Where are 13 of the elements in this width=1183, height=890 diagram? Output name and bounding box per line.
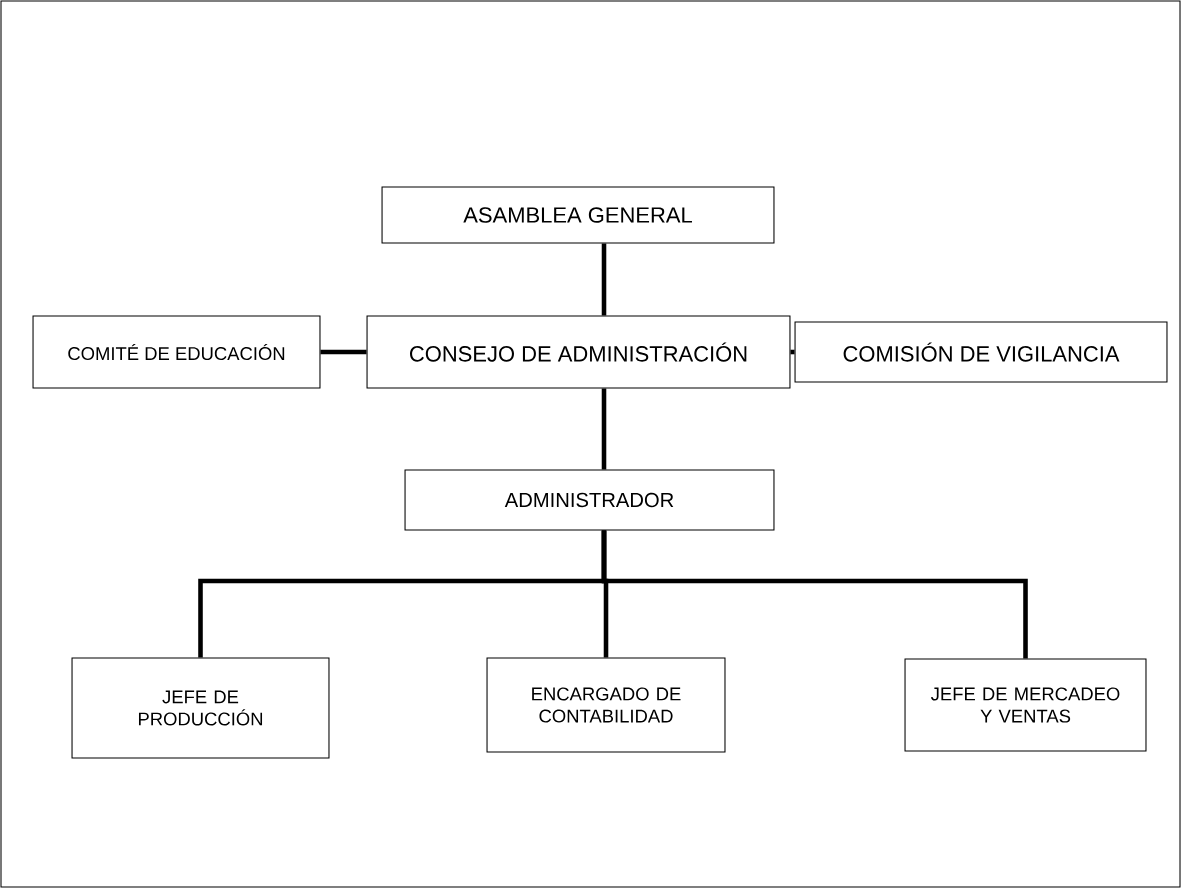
org-box: JEFE DE MERCADEO Y VENTAS [904,658,1147,752]
connector-line [320,349,367,355]
connector-line [601,530,1028,659]
connector-line [790,349,795,355]
connector-line [601,388,607,470]
org-box: ENCARGADO DE CONTABILIDAD [486,657,726,753]
org-box: JEFE DE PRODUCCIÓN [71,657,330,759]
org-box: ADMINISTRADOR [404,469,775,531]
org-box: ASAMBLEA GENERAL [381,186,775,244]
connector-line [601,243,607,316]
org-box: CONSEJO DE ADMINISTRACIÓN [366,315,791,389]
org-box: COMISIÓN DE VIGILANCIA [794,321,1168,383]
org-box: COMITÉ DE EDUCACIÓN [32,315,321,389]
